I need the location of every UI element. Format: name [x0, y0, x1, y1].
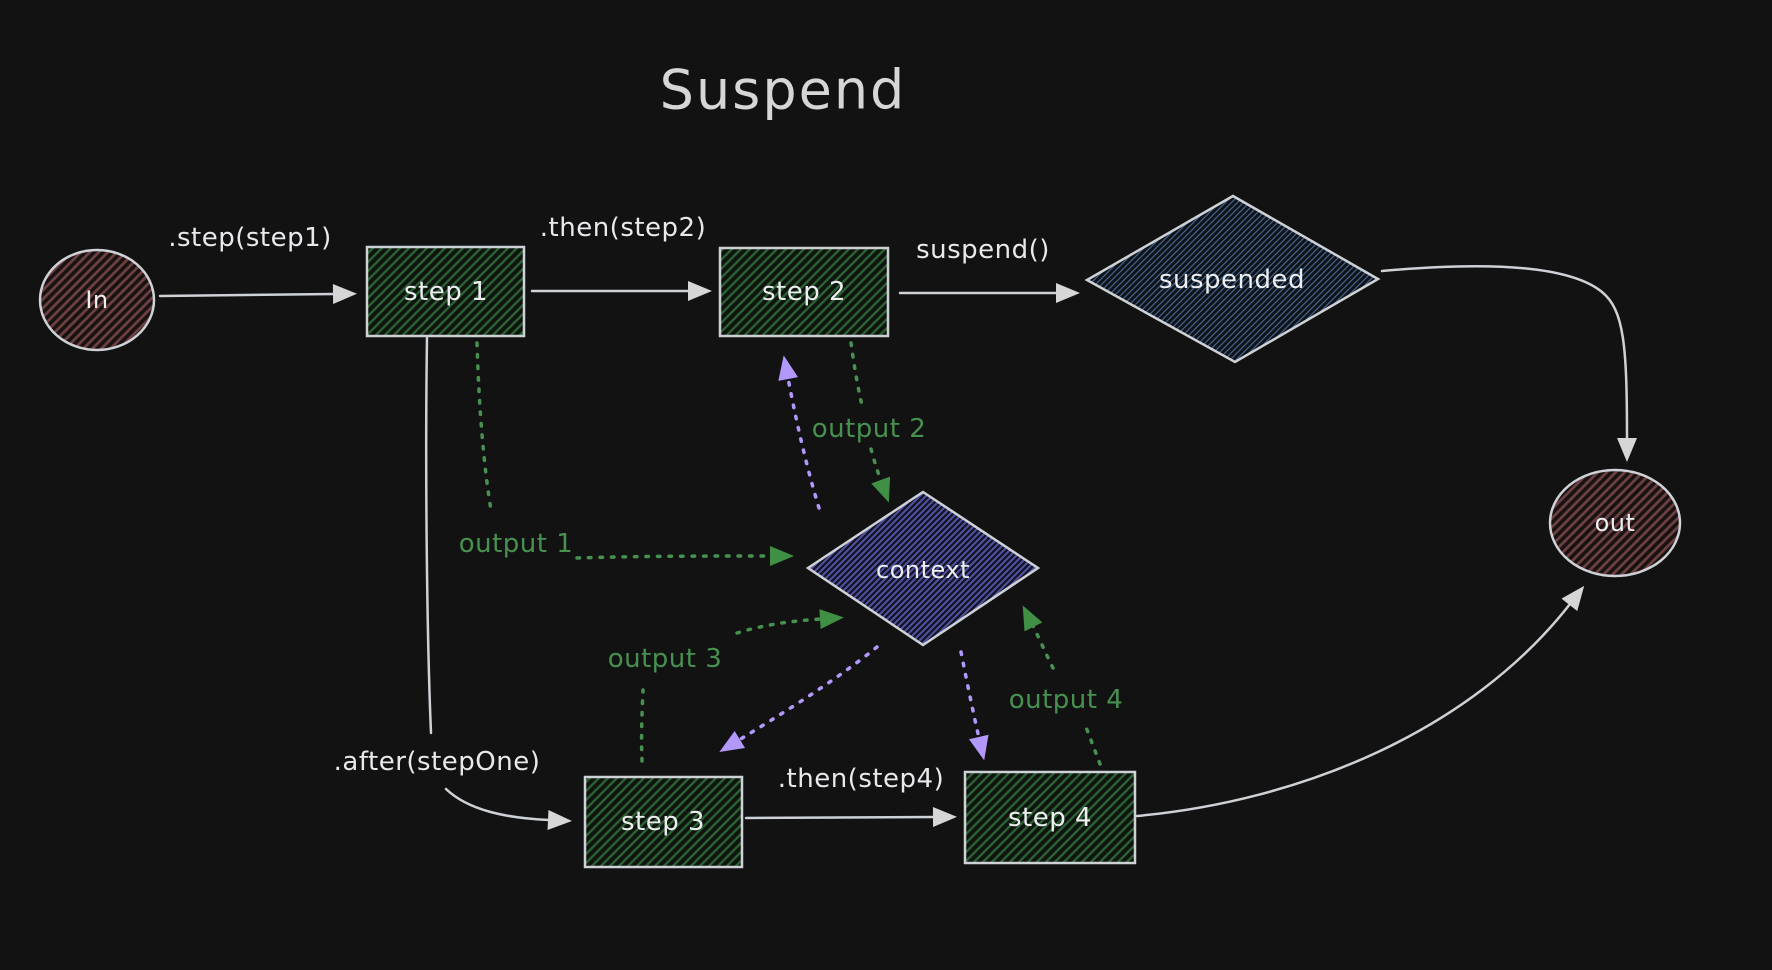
- edge-step1-to-step3-segment1: [424, 336, 433, 735]
- edge-output3-segment1: [639, 688, 645, 763]
- edge-context-to-step4: [959, 650, 989, 761]
- edge-output2-segment2: [869, 447, 891, 503]
- node-out: [1548, 468, 1682, 578]
- edge-output4-segment2: [1022, 605, 1055, 670]
- node-context: [805, 490, 1041, 647]
- node-step3: [583, 775, 744, 869]
- edge-in-to-step1: [158, 284, 357, 305]
- edge-output2-segment1: [849, 341, 865, 412]
- edge-context-to-step3: [719, 645, 879, 752]
- edge-output3-segment2: [735, 609, 844, 635]
- node-in: [38, 248, 156, 352]
- node-step4: [963, 770, 1137, 865]
- node-suspended: [1084, 194, 1381, 364]
- edge-step3-to-step4: [744, 807, 957, 828]
- edge-output4-segment1: [1082, 720, 1102, 766]
- edge-step1-to-step3-segment2: [444, 787, 572, 830]
- edge-suspended-to-out: [1380, 264, 1637, 462]
- edge-output1-segment2: [575, 546, 794, 567]
- node-step1: [365, 245, 526, 338]
- edge-output1-segment1: [475, 341, 493, 512]
- edge-context-to-step2: [778, 355, 821, 510]
- node-step2: [718, 246, 890, 338]
- edge-step4-to-out: [1135, 585, 1585, 818]
